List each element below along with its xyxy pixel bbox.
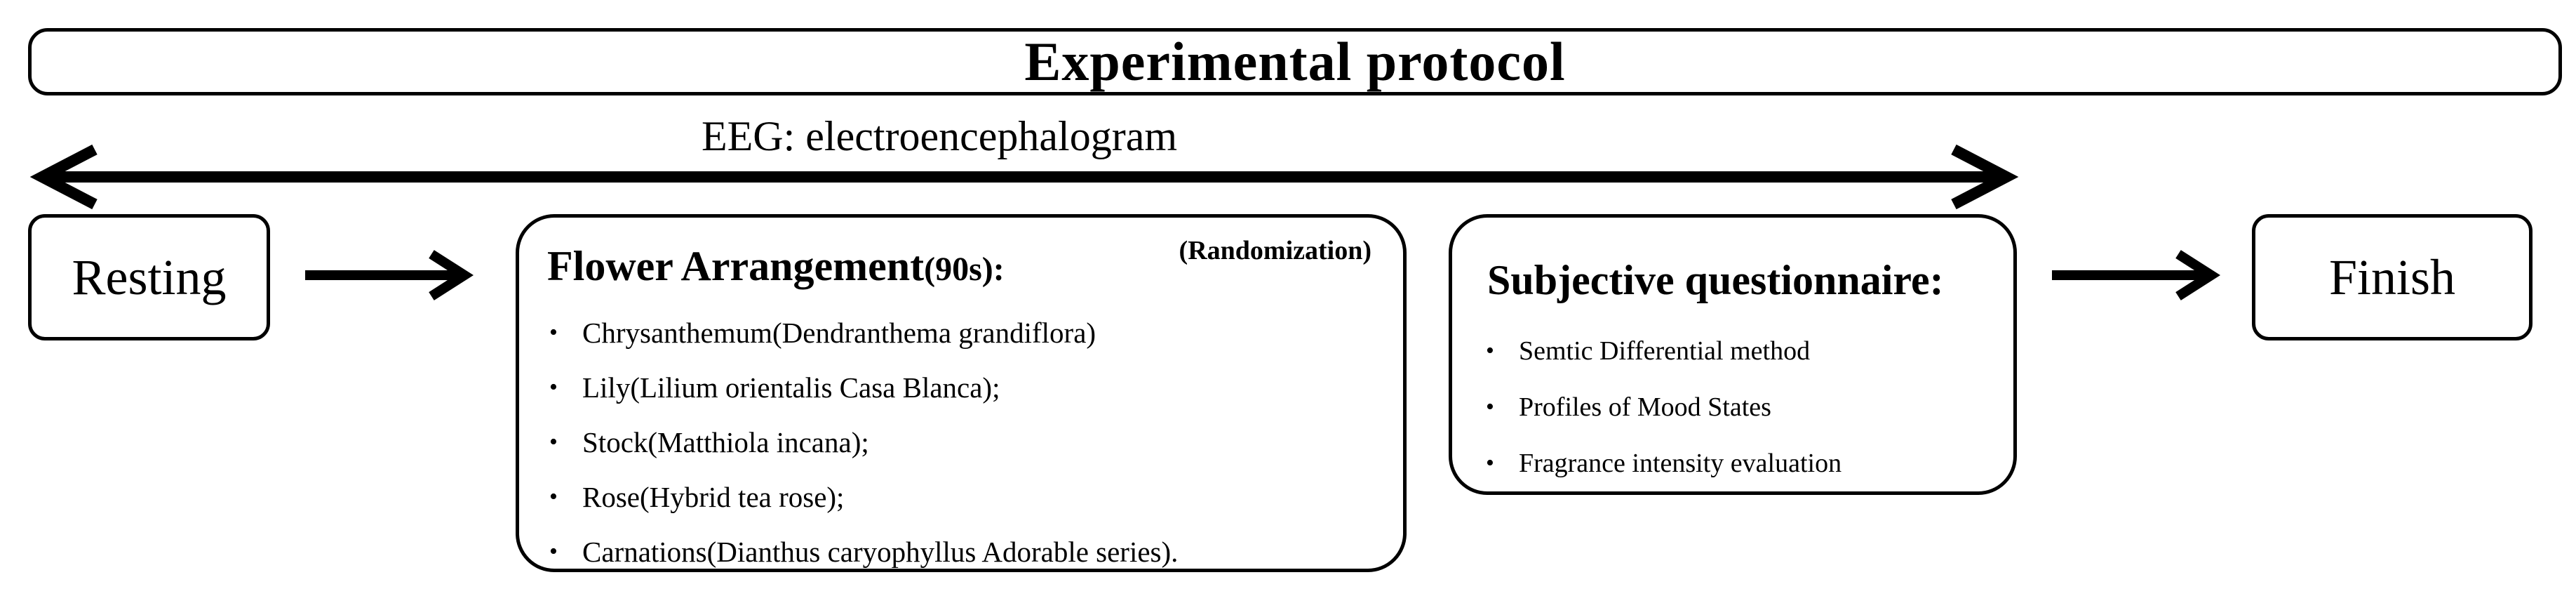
list-item: • Profiles of Mood States — [1484, 379, 1842, 435]
flower-item-label: Lily(Lilium orientalis Casa Blanca); — [582, 371, 1000, 404]
list-item: • Stock(Matthiola incana); — [547, 415, 1178, 470]
bullet-icon: • — [549, 429, 558, 455]
randomization-label: (Randomization) — [1179, 236, 1371, 265]
list-item: • Semtic Differential method — [1484, 323, 1842, 379]
questionnaire-item-label: Profiles of Mood States — [1519, 392, 1771, 422]
right-arrow-icon — [2052, 250, 2221, 300]
eeg-label: EEG: electroencephalogram — [702, 113, 1177, 159]
finish-label: Finish — [2328, 249, 2456, 305]
bullet-icon: • — [549, 374, 558, 400]
diagram-title: Experimental protocol — [1024, 31, 1566, 92]
bullet-icon: • — [1486, 450, 1494, 476]
flower-item-label: Carnations(Dianthus caryophyllus Adorabl… — [582, 536, 1179, 568]
bullet-icon: • — [549, 319, 558, 345]
questionnaire-step: Subjective questionnaire: • Semtic Differ… — [1449, 214, 2017, 495]
questionnaire-item-label: Fragrance intensity evaluation — [1519, 449, 1842, 478]
questionnaire-list: • Semtic Differential method • Profiles of… — [1484, 323, 1842, 491]
resting-label: Resting — [72, 249, 227, 305]
flower-list: • Chrysanthemum(Dendranthema grandiflora)… — [547, 305, 1178, 579]
questionnaire-item-label: Semtic Differential method — [1519, 336, 1811, 366]
flower-arrangement-step: Flower Arrangement(90s): (Randomization)… — [516, 214, 1407, 572]
flower-arrangement-heading: Flower Arrangement(90s): — [547, 242, 1005, 291]
flower-item-label: Rose(Hybrid tea rose); — [582, 481, 845, 513]
eeg-span-arrow-icon — [29, 144, 2019, 210]
bullet-icon: • — [549, 484, 558, 510]
flower-item-label: Stock(Matthiola incana); — [582, 426, 869, 458]
list-item: • Lily(Lilium orientalis Casa Blanca); — [547, 360, 1178, 415]
flower-item-label: Chrysanthemum(Dendranthema grandiflora) — [582, 317, 1096, 349]
right-arrow-icon — [305, 250, 474, 300]
resting-step: Resting — [28, 214, 270, 340]
list-item: • Chrysanthemum(Dendranthema grandiflora) — [547, 305, 1178, 360]
questionnaire-heading: Subjective questionnaire: — [1487, 257, 1944, 303]
list-item: • Fragrance intensity evaluation — [1484, 435, 1842, 491]
bullet-icon: • — [1486, 394, 1494, 420]
list-item: • Rose(Hybrid tea rose); — [547, 470, 1178, 524]
title-banner: Experimental protocol — [28, 28, 2562, 95]
flower-arrangement-duration: (90s): — [924, 251, 1005, 288]
flower-arrangement-title: Flower Arrangement — [547, 243, 925, 289]
bullet-icon: • — [549, 538, 558, 564]
list-item: • Carnations(Dianthus caryophyllus Adorab… — [547, 524, 1178, 579]
bullet-icon: • — [1486, 338, 1494, 364]
finish-step: Finish — [2252, 214, 2533, 340]
